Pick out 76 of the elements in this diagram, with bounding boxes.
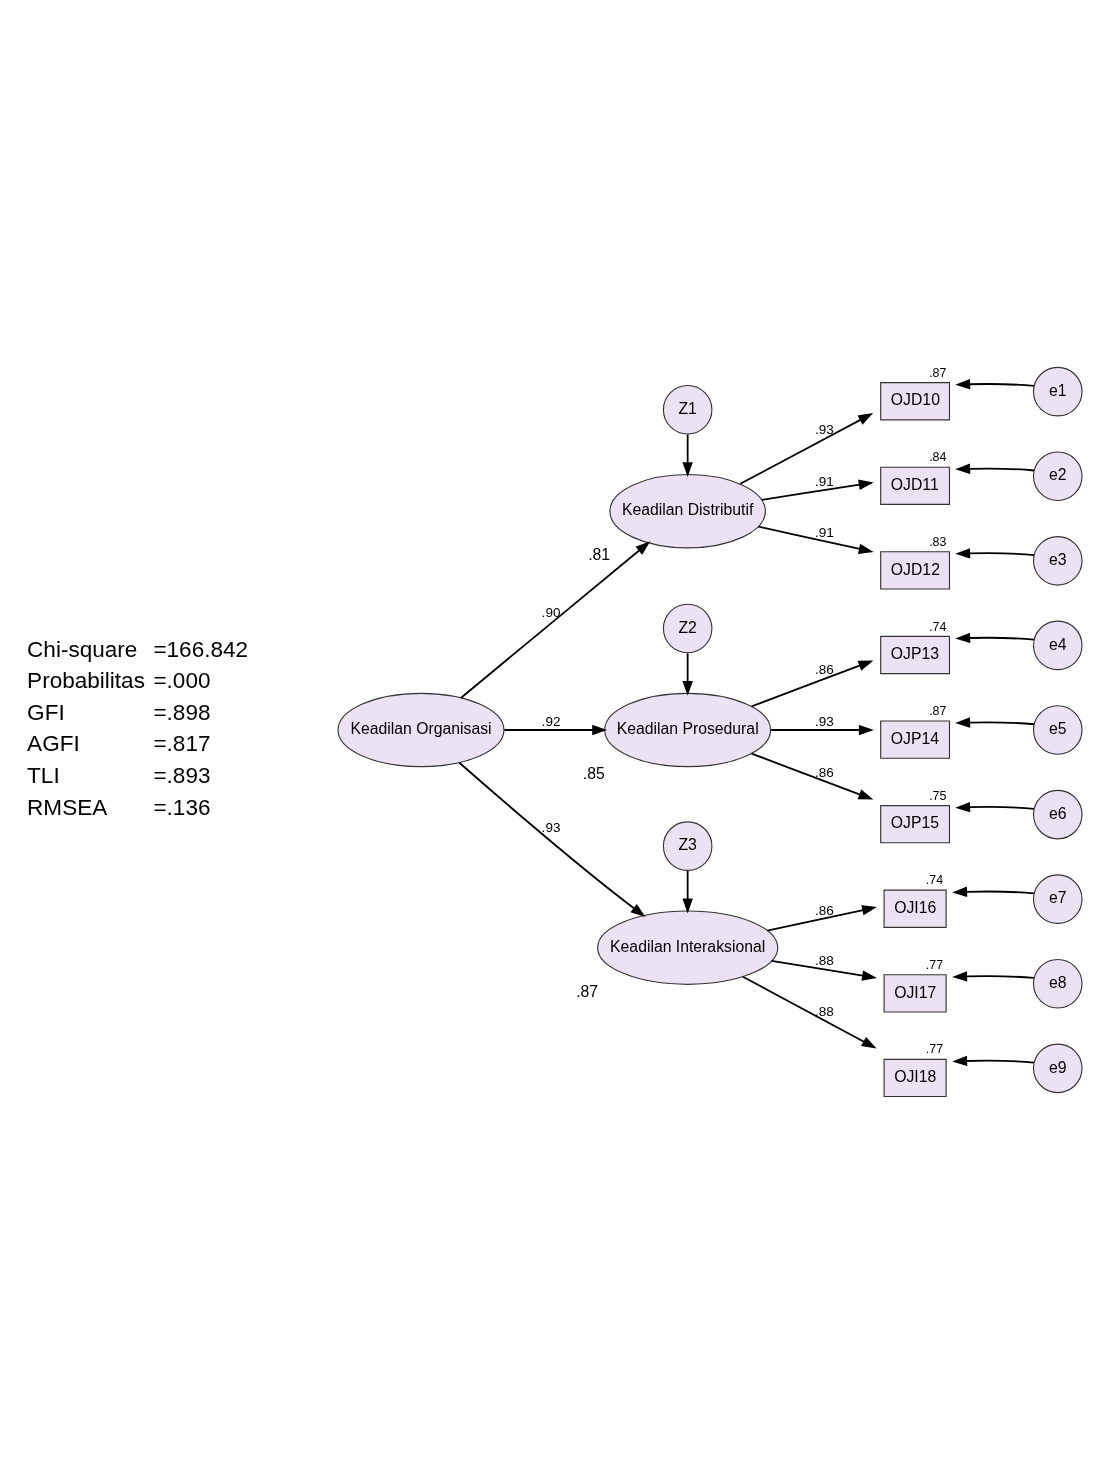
label: =166.842 <box>153 636 249 662</box>
edge-label: .86 <box>814 764 834 780</box>
node-ellipse: Keadilan Interaksional <box>597 909 779 985</box>
label: Probabilitas <box>27 667 145 693</box>
node-circle: e4 <box>1032 620 1083 670</box>
node-label: .75 <box>929 788 947 803</box>
edge-label: .86 <box>814 661 834 677</box>
node-circle: Z3 <box>662 820 713 871</box>
edge-label: .93 <box>814 421 834 437</box>
arrow <box>766 904 877 932</box>
node-label: .85 <box>582 764 605 782</box>
node-circle: Z2 <box>662 603 713 653</box>
arrow <box>955 547 1035 559</box>
edge-label: .90 <box>541 604 561 620</box>
arrow <box>458 761 646 917</box>
edge-label: .88 <box>814 1003 834 1019</box>
arrow <box>750 660 874 707</box>
arrow <box>741 975 877 1049</box>
label: TLI <box>27 762 60 788</box>
arrow <box>952 1055 1035 1066</box>
arrow <box>757 525 874 554</box>
node-label: .74 <box>929 619 947 634</box>
label: RMSEA <box>27 794 108 820</box>
node-circle: e5 <box>1032 704 1083 755</box>
node-circle: e7 <box>1032 873 1083 924</box>
node-label: .84 <box>929 449 947 464</box>
edge-label: .91 <box>814 524 834 540</box>
label: AGFI <box>27 730 80 756</box>
edge-label: .92 <box>541 713 561 729</box>
label: Chi-square <box>27 636 138 662</box>
arrow <box>955 378 1035 389</box>
arrow <box>739 412 874 485</box>
node-label: .77 <box>925 1041 944 1056</box>
node-circle: e6 <box>1032 789 1083 839</box>
label: =.893 <box>153 762 211 788</box>
label: GFI <box>27 699 65 725</box>
node-ellipse: Keadilan Distributif <box>609 473 766 548</box>
edge-label: .91 <box>814 473 834 489</box>
arrow <box>750 752 874 799</box>
node-label: .83 <box>929 534 947 549</box>
node-circle: e9 <box>1032 1043 1083 1093</box>
node-label: .87 <box>929 703 947 718</box>
label: =.898 <box>153 699 211 725</box>
arrow <box>460 540 651 699</box>
arrow <box>770 724 874 735</box>
arrow <box>760 479 874 501</box>
label: =.136 <box>153 794 211 820</box>
node-label: .87 <box>576 982 599 1000</box>
arrow <box>952 970 1035 982</box>
arrow <box>955 801 1035 812</box>
node-circle: e2 <box>1032 450 1083 501</box>
node-ellipse: Keadilan Prosedural <box>604 692 772 767</box>
node-label: .74 <box>925 872 944 887</box>
edge-label: .93 <box>814 713 834 729</box>
edge-label: .86 <box>814 902 834 918</box>
label: =.000 <box>153 667 211 693</box>
node-label: .87 <box>929 365 947 380</box>
node-label: .81 <box>588 545 611 563</box>
label: =.817 <box>153 730 211 756</box>
node-circle: e3 <box>1032 535 1083 586</box>
node-ellipse: Keadilan Organisasi <box>337 692 505 767</box>
node-circle: e8 <box>1032 958 1083 1009</box>
node-label: .77 <box>925 957 944 972</box>
arrow <box>682 869 693 913</box>
arrow <box>770 959 877 981</box>
node-circle: e1 <box>1032 366 1083 416</box>
arrow <box>682 433 693 477</box>
arrow <box>955 632 1035 643</box>
arrow <box>952 886 1035 897</box>
arrow <box>955 463 1035 474</box>
edge-label: .88 <box>814 952 834 968</box>
edge-label: .93 <box>541 819 561 835</box>
node-circle: Z1 <box>662 384 713 434</box>
arrow <box>503 724 608 735</box>
arrow <box>682 651 693 696</box>
arrow <box>955 716 1035 728</box>
